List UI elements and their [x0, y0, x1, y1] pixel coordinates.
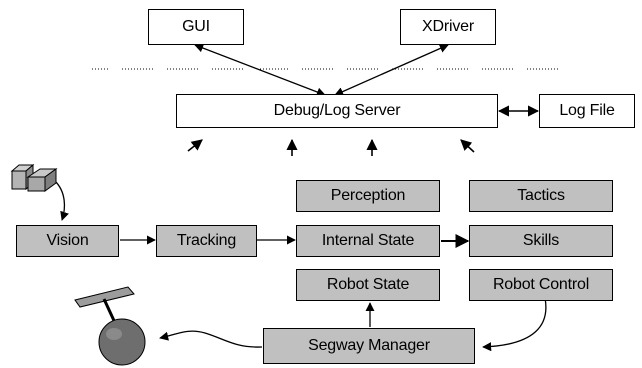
debug-log-server-label: Debug/Log Server: [273, 102, 401, 119]
robot-state-label: Robot State: [326, 276, 410, 293]
gui-server-arrow: [194, 43, 326, 97]
perception-label: Perception: [330, 187, 406, 204]
debug-log-server-box: Debug/Log Server: [176, 94, 498, 128]
xdriver-server-arrow: [334, 44, 449, 96]
internal-state-label: Internal State: [321, 232, 415, 249]
log-file-box: Log File: [539, 94, 635, 128]
gui-box: GUI: [148, 9, 244, 45]
tracking-label: Tracking: [176, 232, 237, 249]
camera-vision-arrow: [54, 180, 69, 221]
robot-state-box: Robot State: [296, 269, 440, 301]
xdriver-label: XDriver: [422, 18, 474, 35]
segway-manager-box: Segway Manager: [263, 328, 475, 364]
robot-control-label: Robot Control: [492, 276, 590, 293]
log-arrow-1: [187, 139, 203, 152]
log-file-label: Log File: [559, 102, 615, 119]
robot-control-box: Robot Control: [469, 269, 613, 301]
skills-box: Skills: [469, 225, 613, 257]
tracking-box: Tracking: [156, 225, 257, 257]
log-arrow-4: [460, 139, 475, 153]
gui-label: GUI: [182, 18, 210, 35]
internal-state-box: Internal State: [296, 225, 440, 257]
perception-box: Perception: [296, 180, 440, 212]
tactics-box: Tactics: [469, 180, 613, 212]
vision-box: Vision: [16, 225, 119, 257]
manager-robot-arrow: [159, 330, 263, 348]
vision-label: Vision: [46, 232, 89, 249]
skills-label: Skills: [522, 232, 560, 249]
robotcontrol-manager-arrow: [482, 297, 547, 352]
xdriver-box: XDriver: [400, 9, 496, 45]
segway-manager-label: Segway Manager: [308, 337, 430, 354]
camera-icon: [10, 163, 58, 192]
segway-robot-icon: [74, 286, 146, 366]
tactics-label: Tactics: [517, 187, 565, 204]
